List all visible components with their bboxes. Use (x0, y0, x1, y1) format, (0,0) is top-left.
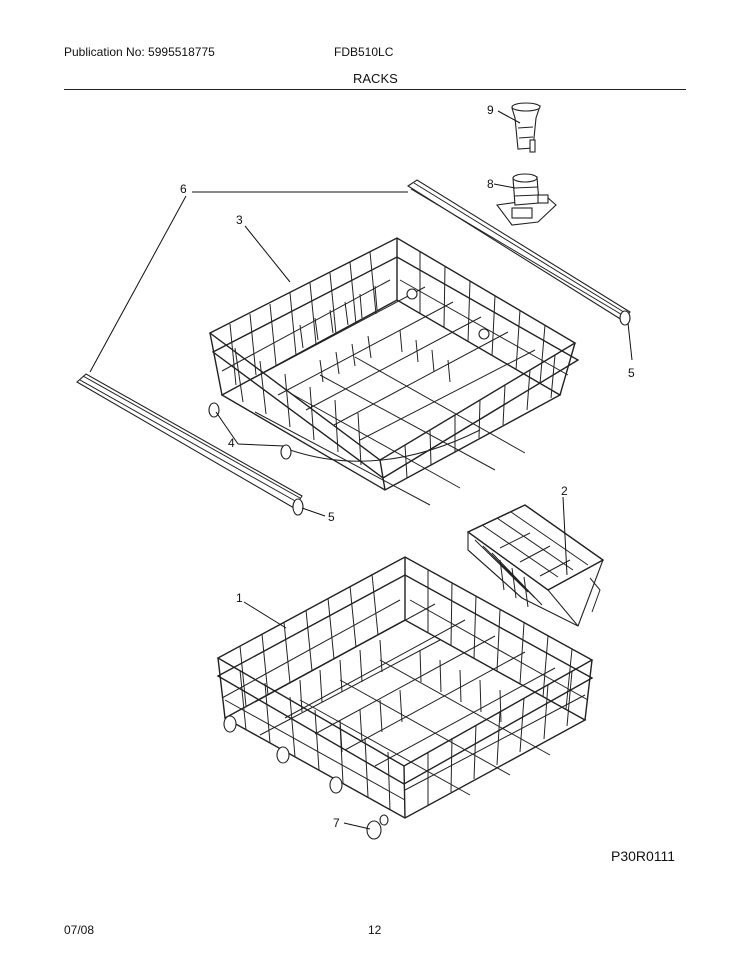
callout-9: 9 (487, 103, 494, 117)
callout-1: 1 (236, 591, 243, 605)
callout-4: 4 (228, 436, 235, 450)
part-2-cutlery-basket (466, 504, 605, 627)
page-number: 12 (368, 923, 382, 937)
diagram-code: P30R0111 (611, 848, 676, 864)
footer-date: 07/08 (64, 923, 95, 937)
callout-5-right: 5 (628, 366, 635, 380)
callout-2: 2 (561, 484, 568, 498)
callout-7: 7 (333, 816, 340, 830)
part-3-upper-rack (208, 237, 580, 506)
part-1-lower-rack (216, 556, 594, 840)
callout-6: 6 (180, 182, 187, 196)
part-6-rail-right (406, 179, 631, 326)
leader-lines (89, 110, 633, 830)
callout-8: 8 (487, 177, 494, 191)
header-divider (64, 89, 686, 90)
callout-5-left: 5 (328, 510, 335, 524)
publication-number: Publication No: 5995518775 (64, 45, 215, 59)
part-9-nozzle (511, 102, 541, 153)
section-title: RACKS (353, 71, 398, 86)
part-6-rail-left (76, 373, 304, 516)
callout-3: 3 (236, 213, 243, 227)
model-number: FDB510LC (334, 45, 394, 59)
part-8-spray-mount (495, 173, 557, 226)
